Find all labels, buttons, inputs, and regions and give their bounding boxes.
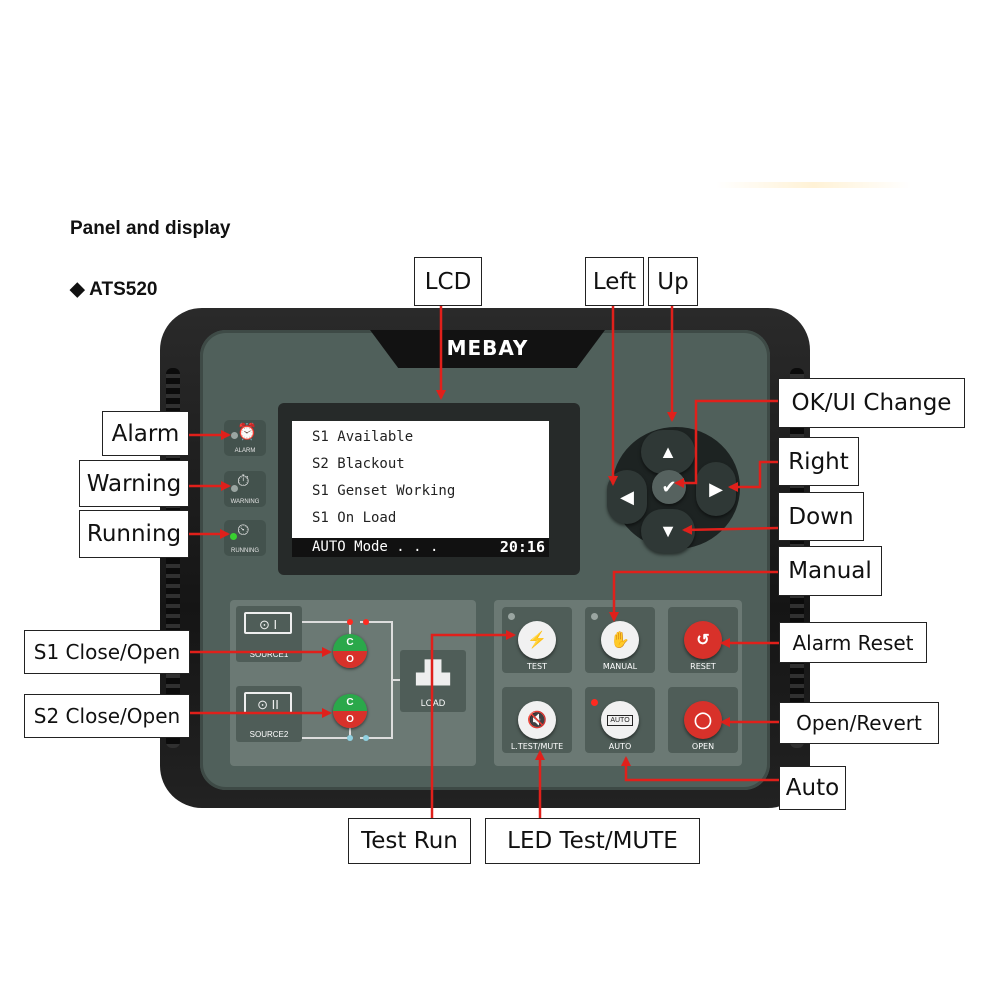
callout-led-test-mute: LED Test/MUTE (485, 818, 700, 864)
manual-box: ✋ MANUAL (585, 607, 655, 673)
open-label: OPEN (691, 742, 715, 751)
lcd-time: 20:16 (499, 538, 545, 556)
source1-icon: ⊙ I (244, 612, 292, 634)
test-button[interactable]: ⚡ (518, 621, 556, 659)
test-label: TEST (527, 662, 547, 671)
s2-close-letter: C (333, 694, 367, 711)
callout-left: Left (585, 257, 644, 306)
auto-box: AUTO AUTO (585, 687, 655, 753)
ltest-mute-button[interactable]: 🔇 (518, 701, 556, 739)
warning-stopwatch-icon: ⏱ (237, 473, 250, 490)
ltest-box: 🔇 L.TEST/MUTE (502, 687, 572, 753)
test-box: ⚡ TEST (502, 607, 572, 673)
open-circle-icon: ◯ (694, 712, 712, 729)
speaker-muted-icon: 🔇 (527, 712, 547, 729)
callout-ok-ui-change: OK/UI Change (778, 378, 965, 428)
running-led (230, 533, 237, 540)
lcd-status-bar: AUTO Mode . . . 20:16 (292, 538, 549, 557)
alarm-indicator-label: ALARM (234, 448, 256, 454)
hand-icon: ✋ (610, 632, 630, 649)
up-button[interactable]: ▲ (641, 430, 695, 474)
test-led (508, 613, 515, 620)
s1-close-open-button[interactable]: C O (333, 634, 367, 668)
callout-s2-close-open: S2 Close/Open (24, 694, 190, 738)
auto-button[interactable]: AUTO (601, 701, 639, 739)
open-button[interactable]: ◯ (684, 701, 722, 739)
lcd-line: S2 Blackout (312, 456, 405, 472)
light-streak (716, 182, 911, 188)
s1-close-letter: C (333, 634, 367, 651)
alarm-led (231, 432, 238, 439)
callout-running: Running (79, 510, 189, 558)
running-timer-icon: ⏲ (237, 522, 250, 539)
open-box: ◯ OPEN (668, 687, 738, 753)
manual-led (591, 613, 598, 620)
lcd-mode: AUTO Mode . . . (312, 539, 439, 555)
model-title: ◆ ATS520 (70, 279, 158, 300)
ltest-mute-label: L.TEST/MUTE (510, 742, 564, 751)
callout-alarm-reset: Alarm Reset (779, 622, 927, 663)
source2-label: SOURCE2 (249, 730, 289, 739)
callout-alarm: Alarm (102, 411, 189, 456)
auto-label: AUTO (608, 742, 632, 751)
lcd-line: S1 Genset Working (312, 483, 456, 499)
brand-bar (370, 330, 605, 368)
pylon-icon: ⚡ (527, 632, 547, 649)
callout-warning: Warning (79, 460, 189, 507)
s2-open-letter: O (333, 711, 367, 728)
manual-button[interactable]: ✋ (601, 621, 639, 659)
lcd-line: S1 Available (312, 429, 414, 445)
callout-auto: Auto (779, 766, 846, 810)
callout-s1-close-open: S1 Close/Open (24, 630, 190, 674)
callout-test-run: Test Run (348, 818, 471, 864)
manual-label: MANUAL (602, 662, 638, 671)
callout-right: Right (778, 437, 859, 486)
reset-button[interactable]: ↺ (684, 621, 722, 659)
return-icon: ↺ (696, 632, 710, 649)
lcd-line: S1 On Load (312, 510, 397, 526)
callout-down: Down (778, 492, 864, 541)
running-indicator-label: RUNNING (231, 548, 259, 554)
callout-up: Up (648, 257, 698, 306)
brand-logo: MEBAY (446, 336, 529, 360)
callout-lcd: LCD (414, 257, 482, 306)
warning-indicator-label: WARNING (230, 499, 260, 505)
callout-manual: Manual (778, 546, 882, 596)
warning-indicator: ⏱ WARNING (224, 471, 266, 507)
lcd-screen: S1 Available S2 Blackout S1 Genset Worki… (292, 421, 549, 557)
s2-close-open-button[interactable]: C O (333, 694, 367, 728)
auto-led (591, 699, 598, 706)
auto-icon: AUTO (607, 714, 633, 726)
s1-open-letter: O (333, 651, 367, 668)
alarm-indicator: ⏰ ALARM (224, 420, 266, 456)
warning-led (231, 485, 238, 492)
alarm-clock-icon: ⏰ (237, 424, 257, 441)
section-title: Panel and display (70, 218, 231, 239)
callout-open-revert: Open/Revert (779, 702, 939, 744)
source1-label: SOURCE1 (249, 650, 289, 659)
reset-label: RESET (690, 662, 716, 671)
